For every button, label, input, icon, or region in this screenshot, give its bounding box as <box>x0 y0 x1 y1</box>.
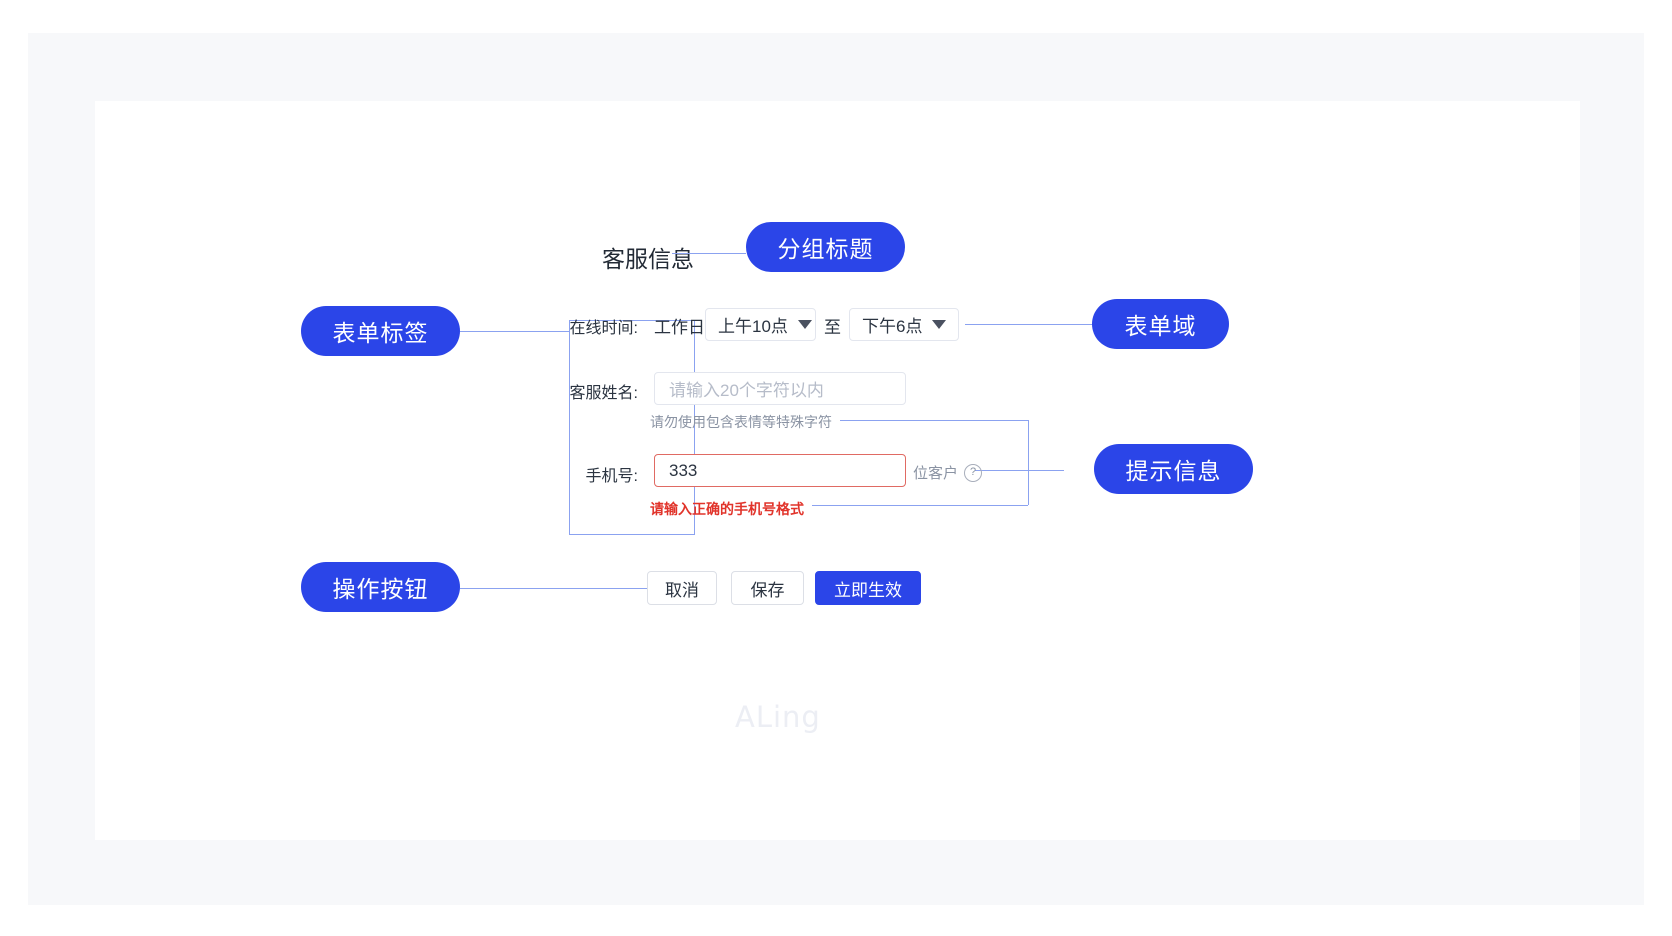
text-between: 至 <box>824 318 841 337</box>
input-agent-name-placeholder: 请输入20个字符以内 <box>669 381 824 400</box>
connector-action-buttons <box>460 588 647 589</box>
badge-form-label: 表单标签 <box>301 306 460 356</box>
connector-tip-right <box>975 470 1064 471</box>
select-end-time-value: 下午6点 <box>862 317 923 336</box>
apply-button[interactable]: 立即生效 <box>815 571 921 605</box>
watermark: ALing <box>735 700 821 734</box>
input-phone-value: 333 <box>669 460 698 480</box>
help-text-agent-name: 请勿使用包含表情等特殊字符 <box>650 414 832 430</box>
label-online-time: 在线时间: <box>569 320 638 337</box>
connector-form-label <box>460 331 569 332</box>
chevron-down-icon <box>932 320 947 329</box>
text-workday: 工作日 <box>654 318 705 337</box>
badge-form-field: 表单域 <box>1092 299 1229 349</box>
input-phone[interactable]: 333 <box>654 454 906 487</box>
badge-action-buttons: 操作按钮 <box>301 562 460 612</box>
select-end-time[interactable]: 下午6点 <box>849 308 959 341</box>
connector-form-field <box>965 324 1102 325</box>
save-button[interactable]: 保存 <box>731 571 804 605</box>
label-phone: 手机号: <box>585 468 638 485</box>
phone-suffix-label: 位客户 <box>913 465 959 482</box>
group-title: 客服信息 <box>602 246 694 272</box>
connector-group-title <box>672 253 746 254</box>
form-label-highlight-box <box>569 320 695 535</box>
cancel-button[interactable]: 取消 <box>647 571 717 605</box>
badge-tip-info: 提示信息 <box>1094 444 1253 494</box>
connector-tip-vertical <box>1028 420 1029 505</box>
error-text-phone: 请输入正确的手机号格式 <box>650 501 804 517</box>
connector-tip-top <box>840 420 1028 421</box>
input-agent-name[interactable]: 请输入20个字符以内 <box>654 372 906 405</box>
phone-suffix: 位客户 ? <box>913 462 983 483</box>
select-start-time-value: 上午10点 <box>718 317 788 336</box>
connector-tip-bottom <box>812 505 1028 506</box>
label-agent-name: 客服姓名: <box>569 385 638 402</box>
select-start-time[interactable]: 上午10点 <box>705 308 816 341</box>
chevron-down-icon <box>797 320 812 329</box>
badge-group-title: 分组标题 <box>746 222 905 272</box>
question-circle-icon[interactable]: ? <box>964 463 983 482</box>
